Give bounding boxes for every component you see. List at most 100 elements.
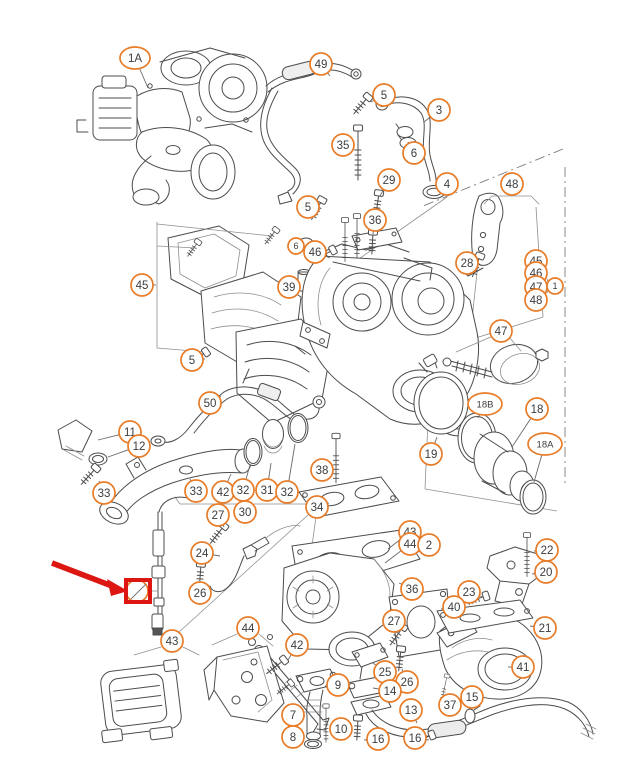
callout-label: 33 [98,488,111,500]
callout-4[interactable]: 4 [435,172,459,196]
callout-label: 5 [189,355,195,367]
callout-32[interactable]: 32 [231,478,255,502]
callout-36[interactable]: 36 [400,577,424,601]
callout-12[interactable]: 12 [127,434,151,458]
callout-18[interactable]: 18 [525,397,549,421]
callout-ring [198,391,222,415]
callout-ring [546,277,564,295]
callout-ring [467,392,503,416]
highlighted-callout[interactable] [125,579,149,603]
callout-26[interactable]: 26 [188,581,212,605]
callout-label: 32 [281,487,294,499]
callout-16[interactable]: 16 [366,727,390,751]
callout-43[interactable]: 43 [160,629,184,653]
callout-label: 42 [217,487,230,499]
callout-5[interactable]: 5 [296,195,320,219]
callout-50[interactable]: 50 [198,391,222,415]
callout-6[interactable]: 6 [287,237,305,255]
turbo-assembly-1a-art [76,47,268,206]
callout-8[interactable]: 8 [281,725,305,749]
callout-27[interactable]: 27 [382,609,406,633]
callout-label: 2 [426,540,432,552]
callout-ring [427,98,451,122]
callout-21[interactable]: 21 [533,616,557,640]
sensor-24-art [209,525,301,593]
highlight-group [51,560,152,604]
callout-ring [378,679,402,703]
callout-ring [377,168,401,192]
callout-29[interactable]: 29 [377,168,401,192]
callout-ring [309,52,333,76]
callout-label: 6 [411,148,417,160]
callout-13[interactable]: 13 [399,698,423,722]
callout-37[interactable]: 37 [438,693,462,717]
callout-32[interactable]: 32 [275,480,299,504]
callout-ring [500,172,524,196]
callout-label: 8 [290,732,296,744]
callout-41[interactable]: 41 [511,655,535,679]
callout-25[interactable]: 25 [373,660,397,684]
callout-27[interactable]: 27 [206,503,230,527]
callout-49[interactable]: 49 [309,52,333,76]
callout-label: 18A [537,439,555,450]
callout-46[interactable]: 46 [303,240,327,264]
callout-48[interactable]: 48 [524,288,548,312]
callout-ring [233,500,257,524]
callout-3[interactable]: 3 [427,98,451,122]
callout-7[interactable]: 7 [281,703,305,727]
callout-1[interactable]: 1 [546,277,564,295]
callout-45[interactable]: 45 [130,273,154,297]
callout-44[interactable]: 44 [398,532,422,556]
actuator-43-art [100,633,330,744]
callout-38[interactable]: 38 [310,458,334,482]
callout-42[interactable]: 42 [211,480,235,504]
callout-ring [206,503,230,527]
callout-36[interactable]: 36 [363,208,387,232]
callout-35[interactable]: 35 [331,133,355,157]
callout-label: 31 [261,485,274,497]
callout-ring [533,616,557,640]
callout-24[interactable]: 24 [190,541,214,565]
callout-ring [310,458,334,482]
callout-34[interactable]: 34 [305,495,329,519]
callout-48[interactable]: 48 [500,172,524,196]
callout-9[interactable]: 9 [326,673,350,697]
callout-22[interactable]: 22 [535,538,559,562]
callout-31[interactable]: 31 [255,478,279,502]
callout-47[interactable]: 47 [489,319,513,343]
callout-5[interactable]: 5 [372,83,396,107]
callout-6[interactable]: 6 [402,141,426,165]
callout-10[interactable]: 10 [329,717,353,741]
callout-30[interactable]: 30 [233,500,257,524]
callout-label: 14 [384,686,397,698]
callout-14[interactable]: 14 [378,679,402,703]
callout-ring [417,533,441,557]
callout-2[interactable]: 2 [417,533,441,557]
callout-label: 6 [293,241,298,251]
callout-label: 16 [409,733,422,745]
callout-28[interactable]: 28 [455,251,479,275]
callout-26[interactable]: 26 [395,670,419,694]
callout-label: 32 [237,485,250,497]
callout-5[interactable]: 5 [180,348,204,372]
callout-18B[interactable]: 18B [467,392,503,416]
callout-39[interactable]: 39 [277,275,301,299]
callout-33[interactable]: 33 [92,481,116,505]
callout-ring [527,432,563,456]
callout-ring [419,442,443,466]
callout-label: 22 [541,545,554,557]
callout-label: 37 [444,700,457,712]
callout-44[interactable]: 44 [236,616,260,640]
callout-18A[interactable]: 18A [527,432,563,456]
callout-1A[interactable]: 1A [119,46,151,70]
callout-40[interactable]: 40 [442,595,466,619]
callout-16[interactable]: 16 [403,726,427,750]
callout-15[interactable]: 15 [460,685,484,709]
callout-33[interactable]: 33 [184,479,208,503]
callout-42[interactable]: 42 [285,633,309,657]
callout-23[interactable]: 23 [457,580,481,604]
callout-19[interactable]: 19 [419,442,443,466]
callout-20[interactable]: 20 [534,560,558,584]
callout-label: 12 [133,441,146,453]
